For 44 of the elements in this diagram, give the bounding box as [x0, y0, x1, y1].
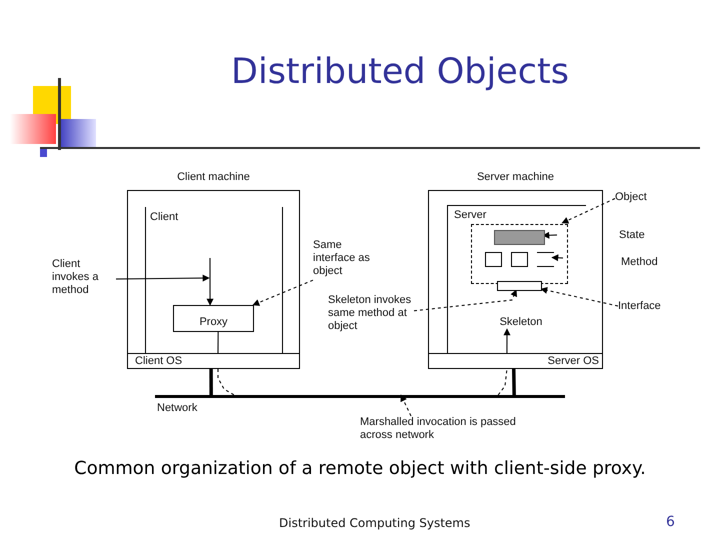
callout-text: Marshalled invocation is passed across network	[360, 416, 530, 446]
part-label: Method	[621, 256, 658, 268]
slide-title: Distributed Objects	[230, 52, 570, 92]
node-title: Client	[150, 211, 178, 224]
machine-box	[127, 171, 300, 369]
component-label: Skeleton	[489, 315, 553, 330]
callout-text: Skeleton invokes same method at object	[328, 294, 414, 350]
connector-line	[209, 369, 213, 395]
network-line: Network	[155, 395, 565, 417]
callout-text: Same interface as object	[313, 239, 385, 281]
machine-box	[428, 171, 603, 369]
state-box	[494, 230, 545, 245]
arrow	[414, 289, 517, 312]
part-label: State	[619, 229, 645, 241]
interface-box	[497, 281, 542, 291]
callout-text: Object	[615, 191, 663, 206]
server-region	[447, 205, 586, 353]
method-box	[485, 252, 502, 267]
callout-text: Client invokes a method	[52, 258, 116, 300]
caption: Common organization of a remote object with client-side proxy.	[73, 458, 647, 479]
arrow	[562, 198, 616, 224]
proxy-box: Proxy	[173, 305, 254, 332]
client-region	[145, 207, 283, 353]
method-box	[537, 252, 554, 267]
arrow	[252, 280, 314, 306]
arrow	[206, 258, 214, 306]
callout-text: Interface	[618, 300, 676, 315]
arrow	[503, 328, 510, 354]
arrow	[551, 254, 564, 262]
arrow	[540, 286, 618, 306]
node-title: Server machine	[476, 171, 556, 184]
node-title: Server	[454, 209, 486, 222]
os-band: Client OS	[127, 353, 300, 369]
connector-line	[498, 368, 508, 396]
page-number: 6	[666, 514, 675, 530]
method-box	[511, 252, 528, 267]
os-band: Server OS	[428, 353, 603, 369]
footer-text: Distributed Computing Systems	[279, 516, 470, 530]
connector-line	[512, 368, 516, 396]
node-title: Client machine	[176, 171, 251, 184]
arrow	[400, 394, 412, 416]
connector-line	[218, 368, 235, 396]
connector-line	[218, 332, 219, 354]
arrow	[116, 274, 210, 282]
